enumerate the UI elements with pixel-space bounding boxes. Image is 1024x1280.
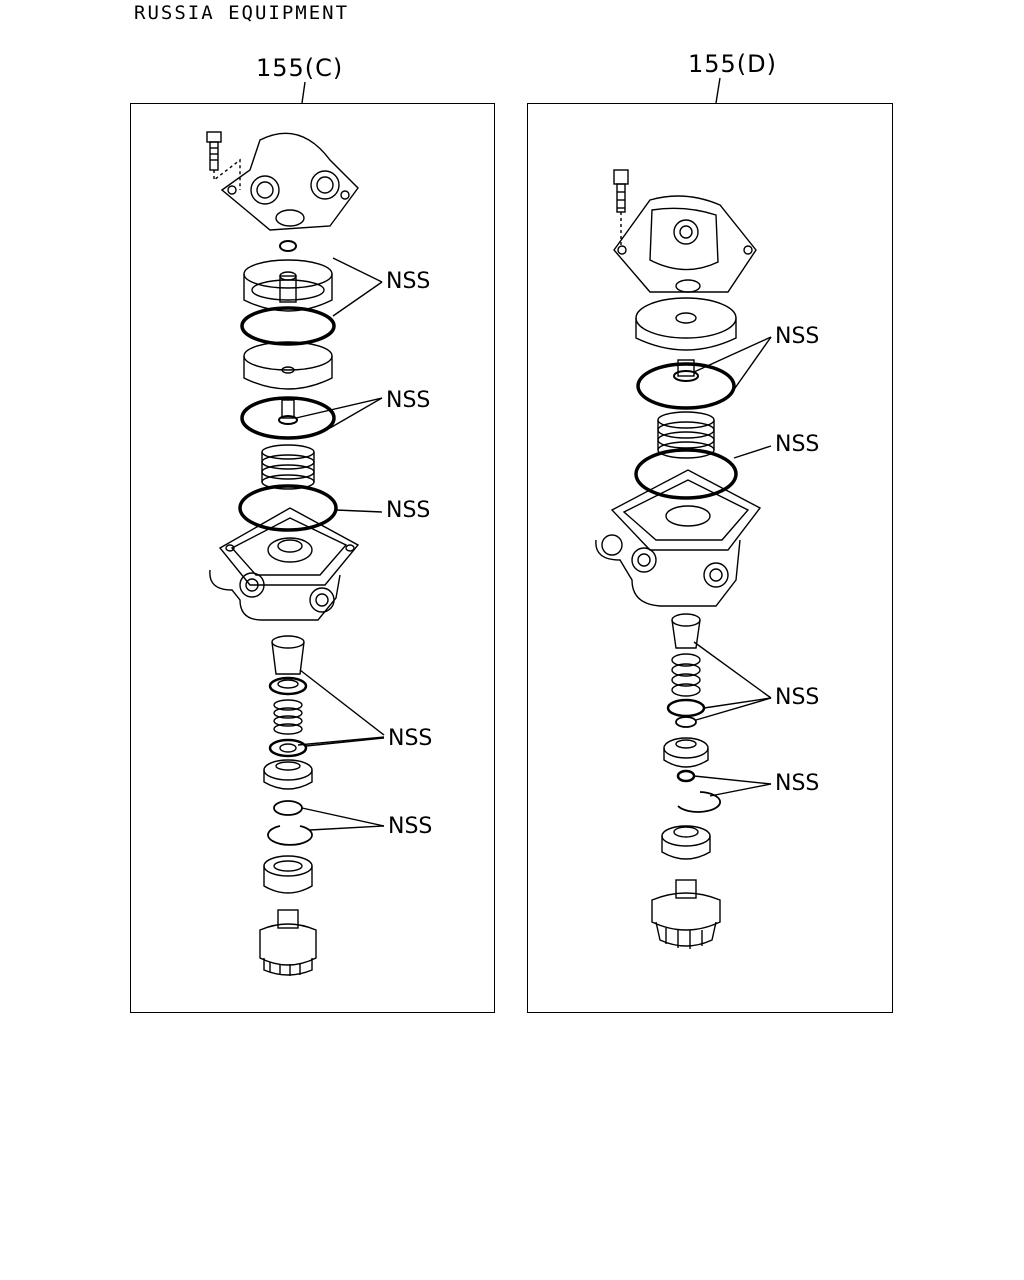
spring-small-icon bbox=[671, 653, 701, 697]
piston-upper-icon bbox=[635, 297, 737, 351]
spring-small-icon bbox=[273, 699, 303, 735]
valve-body-icon bbox=[595, 469, 762, 607]
o-ring-small-icon bbox=[268, 738, 308, 758]
top-cover-icon bbox=[220, 132, 359, 231]
panel-c-parts bbox=[206, 131, 385, 976]
valve-stem-icon bbox=[671, 613, 701, 649]
o-ring-large-icon bbox=[634, 448, 738, 500]
exhaust-cap-icon bbox=[259, 909, 317, 976]
panel-d-label: 155(D) bbox=[688, 50, 778, 78]
callout-nss-d1: NSS bbox=[775, 324, 820, 349]
panel-d-parts bbox=[595, 169, 772, 949]
valve-stem-icon bbox=[268, 635, 308, 696]
callout-nss-d2: NSS bbox=[775, 432, 820, 457]
o-ring-large-icon bbox=[240, 396, 336, 440]
callout-nss-c5: NSS bbox=[388, 814, 433, 839]
top-cover-icon bbox=[613, 195, 757, 293]
valve-body-icon bbox=[209, 507, 360, 621]
retaining-ring-icon bbox=[273, 800, 303, 816]
o-ring-large-icon bbox=[238, 484, 338, 532]
snap-ring-icon bbox=[267, 825, 313, 846]
exhaust-cover-icon bbox=[661, 825, 711, 860]
spring-icon bbox=[657, 411, 715, 459]
small-o-ring-icon bbox=[673, 370, 699, 382]
o-ring-large-icon bbox=[636, 362, 736, 410]
page-title: RUSSIA EQUIPMENT bbox=[134, 2, 350, 24]
small-o-ring-icon bbox=[279, 240, 297, 252]
valve-seat-icon bbox=[663, 737, 709, 768]
valve-seat-icon bbox=[263, 759, 313, 790]
piston-upper-icon bbox=[243, 259, 333, 312]
exhaust-cap-icon bbox=[651, 879, 721, 949]
piston-middle-icon bbox=[243, 341, 333, 390]
panel-d-frame bbox=[527, 103, 893, 1013]
callout-nss-c4: NSS bbox=[388, 726, 433, 751]
spring-icon bbox=[261, 444, 315, 490]
callout-nss-c2: NSS bbox=[386, 388, 431, 413]
snap-ring-icon bbox=[677, 791, 721, 813]
panel-c-label: 155(C) bbox=[256, 54, 344, 82]
callout-nss-d3: NSS bbox=[775, 685, 820, 710]
o-ring-large-icon bbox=[240, 306, 336, 346]
exhaust-cover-icon bbox=[263, 855, 313, 894]
callout-nss-c3: NSS bbox=[386, 498, 431, 523]
small-o-ring-icon bbox=[278, 415, 298, 425]
small-o-ring-icon bbox=[676, 769, 696, 783]
bolt-icon bbox=[613, 169, 629, 248]
callout-nss-d4: NSS bbox=[775, 771, 820, 796]
small-o-ring-icon bbox=[675, 716, 697, 728]
panel-c-frame bbox=[130, 103, 495, 1013]
bolt-icon bbox=[206, 131, 241, 190]
callout-nss-c1: NSS bbox=[386, 269, 431, 294]
o-ring-small-icon bbox=[666, 698, 706, 718]
